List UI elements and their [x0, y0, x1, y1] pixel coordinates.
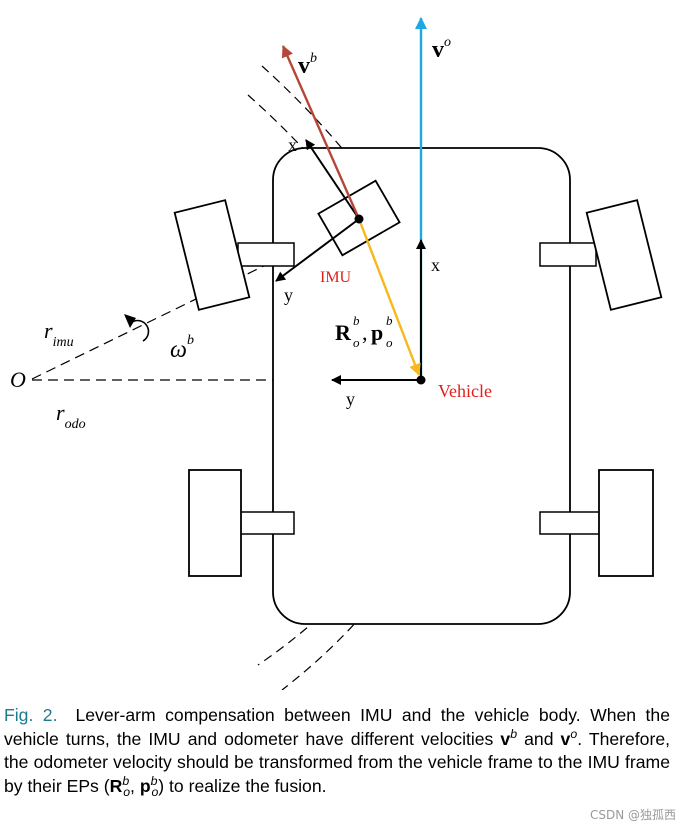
label-r-imu: rimu	[44, 318, 74, 350]
caption-p-sup: b	[150, 773, 158, 788]
label-imu-y: y	[284, 285, 293, 305]
wheel-axle-rear-right	[539, 511, 601, 535]
caption-R: R	[109, 775, 123, 796]
label-ep-p-sub: o	[386, 335, 393, 350]
figure-caption: Fig. 2.Lever-arm compensation between IM…	[4, 704, 670, 798]
caption-p-sub: o	[151, 785, 159, 800]
vb-arrow	[281, 45, 361, 220]
vehicle-origin-dot	[416, 375, 426, 385]
imu-y-axis	[275, 218, 360, 282]
label-vb: vb	[298, 51, 317, 79]
label-ep-p-sup: b	[386, 313, 393, 328]
label-vehicle: Vehicle	[438, 381, 492, 401]
rotation-arc-icon	[131, 319, 150, 342]
wheel-rear-right	[598, 469, 654, 577]
imu-origin-dot	[354, 214, 364, 224]
label-r-odo: rodo	[56, 400, 86, 432]
lever-arm-diagram: vb vo x y x y IMU Vehicle rimu ωb O rodo…	[10, 17, 663, 690]
wheel-axle-front-right	[539, 242, 597, 267]
wheel-front-right	[585, 199, 663, 311]
caption-text-1: Lever-arm compensation between IMU and t…	[4, 705, 670, 749]
caption-R-sup: b	[122, 773, 130, 788]
caption-v1: v	[500, 728, 511, 749]
label-ep-R: R	[335, 320, 352, 345]
label-origin: O	[10, 367, 26, 392]
label-ep-p: p	[371, 320, 383, 345]
ep-arrow	[357, 218, 421, 376]
label-imu: IMU	[320, 269, 352, 286]
wheel-axle-rear-left	[239, 511, 295, 535]
caption-v1-sup: b	[510, 726, 518, 741]
wheel-axle-front-left	[237, 242, 295, 267]
rotation-arrowhead-icon	[124, 314, 136, 328]
caption-fig-label: Fig. 2.	[4, 705, 58, 725]
caption-text-3: ) to realize the fusion.	[158, 775, 327, 796]
imu-x-axis	[305, 139, 360, 220]
caption-R-sub: o	[123, 785, 131, 800]
watermark: CSDN @独孤西	[589, 808, 676, 822]
radius-line-imu	[31, 219, 359, 380]
label-imu-x: x	[288, 135, 297, 155]
caption-comma: ,	[130, 775, 140, 796]
caption-v2: v	[560, 728, 571, 749]
caption-v2-sup: o	[570, 726, 578, 741]
wheel-rear-left	[188, 469, 242, 577]
label-veh-x: x	[431, 255, 440, 275]
label-vo: vo	[432, 35, 451, 63]
label-omega: ωb	[170, 333, 194, 363]
caption-text-2: . Therefore, the odometer velocity shoul…	[4, 728, 670, 796]
label-veh-y: y	[346, 389, 355, 409]
caption-p: p	[139, 775, 151, 796]
wheel-front-left	[173, 199, 251, 311]
label-ep-R-sup: b	[353, 313, 360, 328]
caption-and: and	[517, 728, 561, 749]
label-ep-R-sub: o	[353, 335, 360, 350]
label-ep-comma: ,	[362, 320, 368, 345]
